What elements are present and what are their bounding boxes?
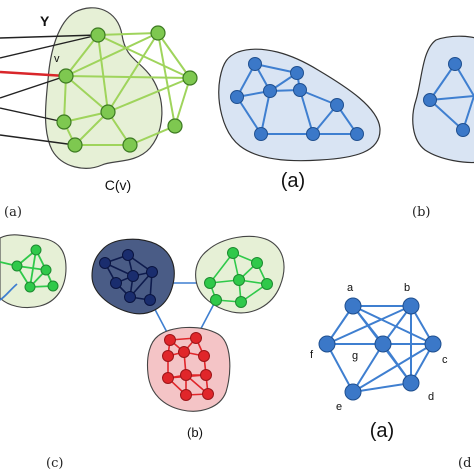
graph-node — [263, 84, 277, 98]
graph-node — [124, 291, 136, 303]
three-community-diagram: (b) — [91, 235, 285, 440]
graph-node — [180, 369, 192, 381]
graph-node — [210, 294, 222, 306]
node-label-d: d — [428, 391, 434, 403]
graph-node-a — [344, 297, 362, 315]
external-edge — [0, 134, 76, 146]
set-label-y: Y — [40, 13, 50, 29]
caption-top-middle: (a) — [281, 170, 305, 192]
node-label-c: c — [442, 354, 448, 366]
graph-node — [24, 281, 36, 293]
node-label-f: f — [310, 349, 314, 361]
graph-node-v — [58, 68, 74, 84]
graph-node — [144, 294, 156, 306]
external-edge — [0, 107, 65, 123]
caption-top-right: (b) — [412, 205, 430, 220]
graph-node-g — [374, 335, 392, 353]
graph-node — [110, 277, 122, 289]
graph-node — [99, 257, 111, 269]
graph-node — [261, 278, 273, 290]
graph-node — [162, 350, 174, 362]
graph-node-c — [424, 335, 442, 353]
graph-node — [448, 57, 462, 71]
vertex-label-v: v — [54, 53, 60, 65]
graph-node — [198, 350, 210, 362]
graph-node — [293, 83, 307, 97]
graph-node — [350, 127, 364, 141]
graph-node — [100, 104, 116, 120]
community-label: C(v) — [105, 177, 131, 193]
graph-node — [167, 118, 183, 134]
graph-node — [290, 66, 304, 80]
green-community-partial: (c) — [0, 234, 67, 471]
caption-bottom-right-cut: (d — [458, 456, 471, 471]
red-nodes — [162, 332, 214, 401]
graph-node — [204, 277, 216, 289]
blue-nodes — [230, 57, 364, 141]
graph-node — [162, 372, 174, 384]
node-label-g: g — [352, 350, 358, 362]
graph-node — [230, 90, 244, 104]
graph-node — [190, 332, 202, 344]
graph-node — [182, 70, 198, 86]
graph-node — [150, 25, 166, 41]
graph-node — [122, 249, 134, 261]
graph-node — [423, 93, 437, 107]
labeled-nodes — [318, 297, 442, 401]
graph-node — [146, 266, 158, 278]
graph-node-b — [402, 297, 420, 315]
graph-node — [330, 98, 344, 112]
external-edge — [0, 75, 67, 99]
graph-node — [11, 260, 23, 272]
green-nodes — [11, 244, 59, 293]
graph-node — [30, 244, 42, 256]
graph-node — [248, 57, 262, 71]
external-edge — [0, 34, 99, 39]
external-edge — [0, 34, 99, 59]
graph-node — [47, 280, 59, 292]
graph-node — [306, 127, 320, 141]
blue-nodes — [423, 57, 470, 137]
graph-node — [164, 334, 176, 346]
graph-node — [127, 270, 139, 282]
graph-node — [40, 264, 52, 276]
graph-node — [67, 137, 83, 153]
blue-edges — [429, 63, 474, 131]
navy-nodes — [99, 249, 158, 306]
graph-node — [200, 369, 212, 381]
blue-community-graph-partial: (b) — [412, 35, 474, 220]
graph-node — [180, 389, 192, 401]
graph-node — [202, 388, 214, 400]
graph-node — [235, 296, 247, 308]
graph-node — [251, 257, 263, 269]
graph-node — [90, 27, 106, 43]
node-label-a: a — [347, 282, 354, 294]
caption-top-left: (a) — [4, 205, 22, 220]
graph-node — [233, 274, 245, 286]
caption-bottom-left: (c) — [46, 456, 63, 471]
graph-node-e — [344, 383, 362, 401]
labeled-graph: a b c d e f g (a) (d — [310, 282, 471, 471]
external-edge-highlighted — [0, 70, 67, 78]
graph-node — [456, 123, 470, 137]
graph-node — [178, 346, 190, 358]
caption-bottom-right: (a) — [370, 420, 394, 442]
blue-community-graph: (a) — [218, 48, 381, 192]
community-nodes — [56, 25, 198, 153]
graph-node — [56, 114, 72, 130]
graph-node-d — [402, 374, 420, 392]
graph-node — [227, 247, 239, 259]
graph-node — [254, 127, 268, 141]
green-nodes — [204, 247, 273, 308]
community-diagram: Y v C(v) (a) — [0, 7, 198, 220]
caption-bottom-middle: (b) — [187, 425, 203, 440]
node-label-e: e — [336, 401, 342, 413]
node-label-b: b — [404, 282, 410, 294]
graph-node — [122, 137, 138, 153]
graph-node-f — [318, 335, 336, 353]
blue-connector — [0, 283, 18, 301]
